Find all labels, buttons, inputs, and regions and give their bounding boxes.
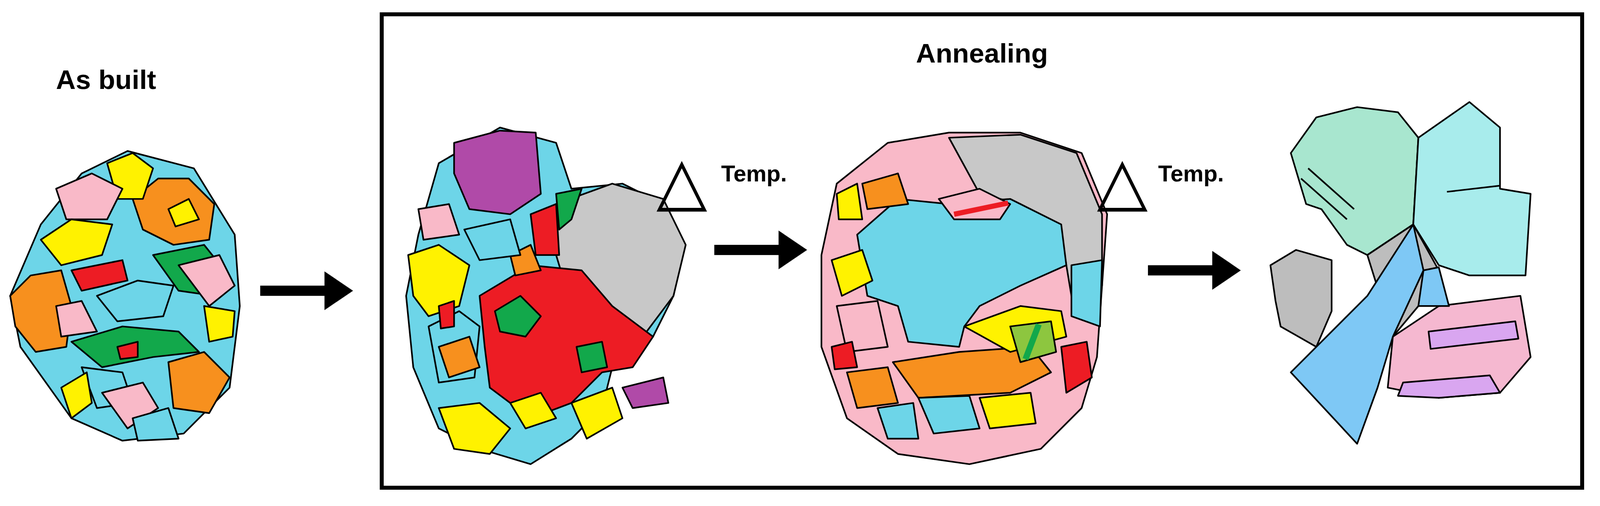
frame-title: Annealing (383, 38, 1581, 69)
delta-symbol: △ (1096, 147, 1148, 214)
temperature-label: Temp. (1158, 162, 1224, 186)
annealing-frame: Annealing (379, 12, 1585, 490)
temperature-label: Temp. (721, 162, 787, 186)
delta-symbol: △ (656, 147, 708, 214)
stage-label: As built (55, 66, 156, 94)
